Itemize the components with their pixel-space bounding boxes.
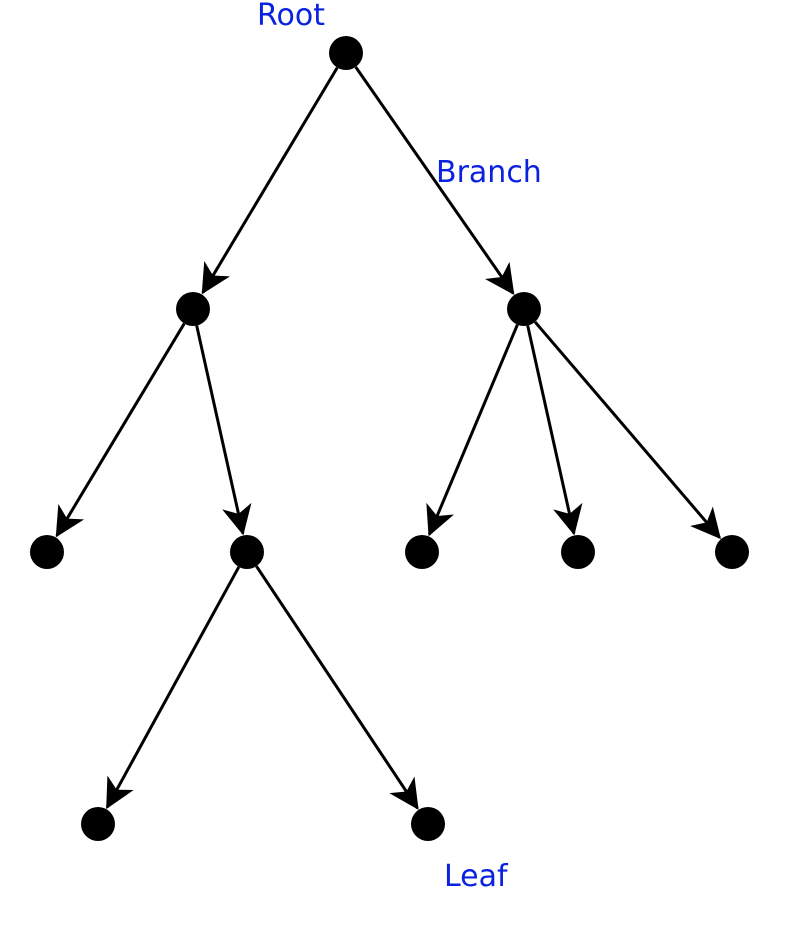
node-right-3 [715,535,749,569]
branch-label: Branch [436,155,542,190]
node-right-2 [561,535,595,569]
node-left-left [30,535,64,569]
node-left-right-right [411,807,445,841]
edge-right-to-right-3 [533,320,721,540]
edge-root-to-left [201,66,339,295]
edge-left-right-to-left-right-right [255,565,419,810]
edge-left-to-left-left [55,322,186,538]
node-left-right-left [81,807,115,841]
root-label: Root [257,0,325,33]
edges-layer [55,66,721,810]
edge-right-to-right-1 [426,324,519,537]
node-left [176,292,210,326]
edge-left-right-to-left-right-left [105,566,241,810]
node-left-right [230,535,264,569]
leaf-label: Leaf [444,859,509,894]
nodes-layer [30,36,749,841]
node-root [329,36,363,70]
edge-root-to-right [354,66,515,296]
node-right-1 [405,535,439,569]
edge-left-to-left-right [195,325,252,536]
edge-right-to-right-2 [526,325,583,536]
node-right [507,292,541,326]
